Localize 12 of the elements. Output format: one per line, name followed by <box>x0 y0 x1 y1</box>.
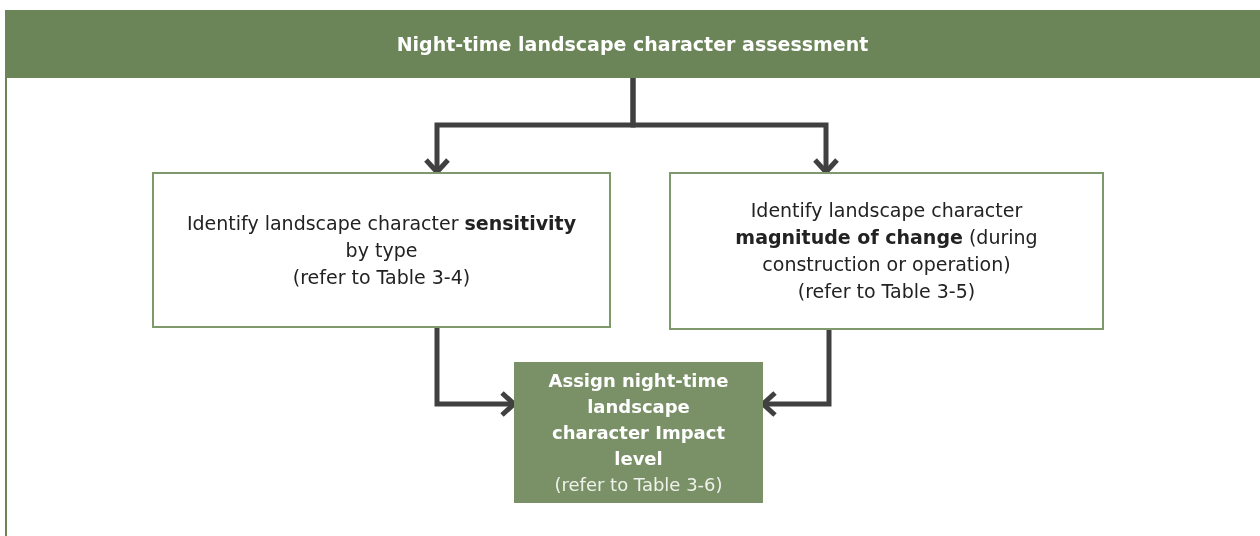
process-box <box>152 172 611 328</box>
reference-note: (refer to Table 3-6) <box>554 472 723 497</box>
result-box <box>514 362 763 503</box>
process-box <box>669 172 1104 330</box>
reference-note: (refer to Table 3-5) <box>797 279 976 304</box>
title-text: Night-time landscape character assessment <box>396 31 869 57</box>
connector-arrow <box>630 78 840 175</box>
node-heading: Identify landscape character magnitude of change (during construction or operation) <box>734 198 1039 277</box>
node-heading: Assign night-time landscape character Impact level <box>547 368 730 471</box>
node-heading: Identify landscape character sensitivity by type <box>185 210 578 263</box>
reference-note: (refer to Table 3-4) <box>292 264 471 290</box>
header-band <box>5 10 1260 78</box>
